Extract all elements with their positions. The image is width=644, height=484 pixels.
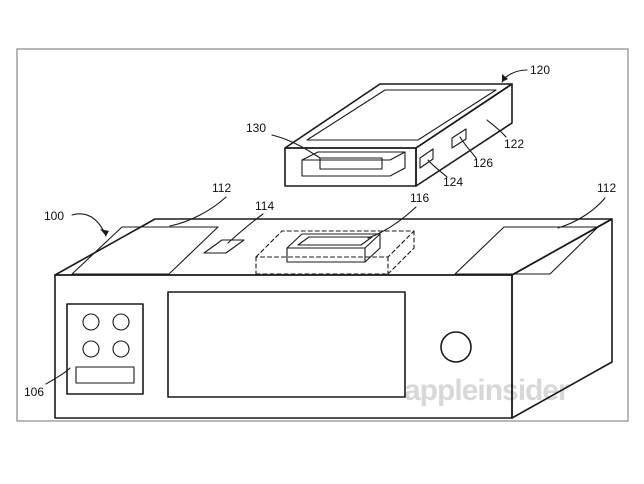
dock-cradle: [255, 230, 415, 275]
panel-display: [75, 366, 135, 384]
speaker-grille-left: [71, 226, 219, 275]
label-114: 114: [255, 199, 274, 213]
label-120: 120: [530, 63, 550, 77]
dock-body: [54, 218, 613, 419]
button-4: [112, 340, 130, 358]
portable-device: [284, 83, 513, 187]
label-100: 100: [44, 209, 64, 223]
button-1: [82, 313, 100, 331]
label-124: 124: [443, 175, 463, 189]
label-116: 116: [410, 191, 429, 205]
label-112-right: 112: [597, 181, 616, 195]
front-display: [167, 291, 406, 398]
leader-lines: [45, 69, 606, 385]
label-106: 106: [24, 385, 44, 399]
speaker-grille-right: [454, 226, 599, 275]
connector-slot: [203, 239, 245, 254]
label-122: 122: [504, 137, 524, 151]
port-a: [419, 148, 434, 169]
control-panel: [66, 303, 144, 395]
volume-knob: [440, 331, 472, 363]
label-112-left: 112: [212, 181, 231, 195]
port-b: [451, 128, 467, 149]
watermark: appleinsider: [404, 374, 570, 407]
figure-frame: [16, 48, 629, 422]
button-2: [112, 313, 130, 331]
button-3: [82, 340, 100, 358]
device-connector: [301, 151, 406, 177]
label-130: 130: [246, 121, 266, 135]
label-126: 126: [473, 156, 493, 170]
